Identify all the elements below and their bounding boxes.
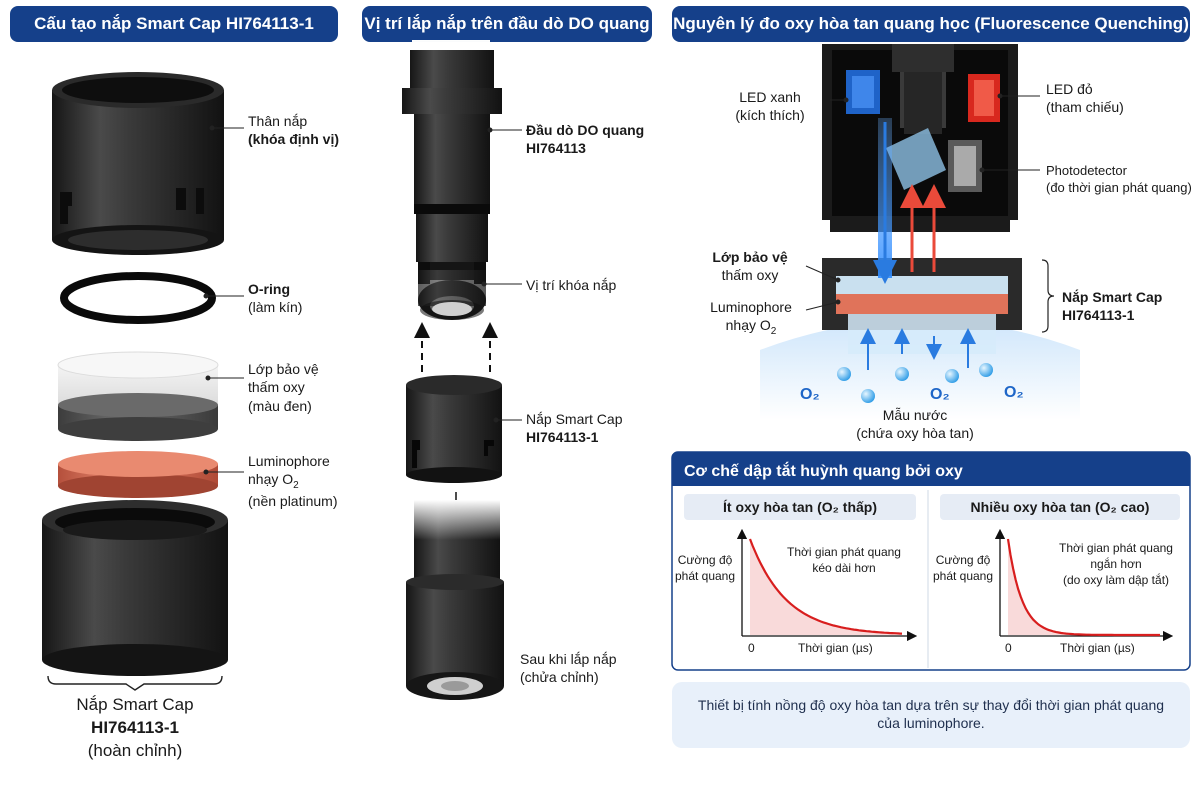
header-cap-structure: Cấu tạo nắp Smart Cap HI764113-1 xyxy=(10,6,338,42)
label-luminophore-right: Luminophore nhạy O2 xyxy=(710,299,792,338)
zero-low: 0 xyxy=(748,641,755,655)
leaders-right xyxy=(805,93,1040,311)
leaders-left xyxy=(203,125,244,475)
label-o-ring: O-ring(làm kín) xyxy=(248,281,303,316)
label-cap-body: Thân nắp(khóa định vị) xyxy=(248,113,339,148)
label-luminophore: Luminophore nhạy O2 (nền platinum) xyxy=(248,453,338,510)
label-blue-led: LED xanh(kích thích) xyxy=(735,89,805,124)
o2-label-1: O₂ xyxy=(800,386,820,403)
label-water-sample: Mẫu nước(chứa oxy hòa tan) xyxy=(856,407,974,442)
header-principle: Nguyên lý đo oxy hòa tan quang học (Fluo… xyxy=(672,6,1190,42)
label-photodetector: Photodetector(đo thời gian phát quang) xyxy=(1046,163,1192,196)
x-axis-label-low: Thời gian (µs) xyxy=(798,641,873,655)
smart-cap-middle xyxy=(406,375,502,483)
note-box xyxy=(672,682,1190,748)
high-oxygen-title: Nhiều oxy hòa tan (O₂ cao) xyxy=(970,499,1150,515)
label-after-assembly: Sau khi lắp nắp(chửa chỉnh) xyxy=(520,651,617,686)
mechanism-title: Cơ chế dập tắt huỳnh quang bởi oxy xyxy=(684,463,963,480)
dashed-arrows xyxy=(414,322,498,372)
x-axis-label-high: Thời gian (µs) xyxy=(1060,641,1135,655)
label-lock-position: Vị trí khóa nắp xyxy=(526,277,617,293)
chart-low-oxygen xyxy=(736,528,918,642)
o2-label-3: O₂ xyxy=(1004,384,1024,401)
protective-layer-part xyxy=(57,351,219,441)
assembled-probe xyxy=(406,500,504,700)
header-cap-position: Vị trí lắp nắp trên đầu dò DO quang xyxy=(362,6,652,42)
leaders-middle xyxy=(481,127,522,423)
luminophore-part xyxy=(58,451,218,498)
zero-high: 0 xyxy=(1005,641,1012,655)
o2-label-2: O₂ xyxy=(930,386,950,403)
low-oxygen-title: Ít oxy hòa tan (O₂ thấp) xyxy=(723,499,877,515)
chart-high-oxygen xyxy=(994,528,1174,642)
o-ring-part xyxy=(60,272,216,324)
do-probe xyxy=(402,40,502,320)
label-red-led: LED đỏ(tham chiếu) xyxy=(1046,81,1124,116)
assembled-cap-part xyxy=(42,500,228,676)
cap-body-part xyxy=(52,72,224,255)
sensor-cross-section xyxy=(760,44,1080,420)
bottom-note: Thiết bị tính nồng độ oxy hòa tan dựa tr… xyxy=(697,697,1165,732)
